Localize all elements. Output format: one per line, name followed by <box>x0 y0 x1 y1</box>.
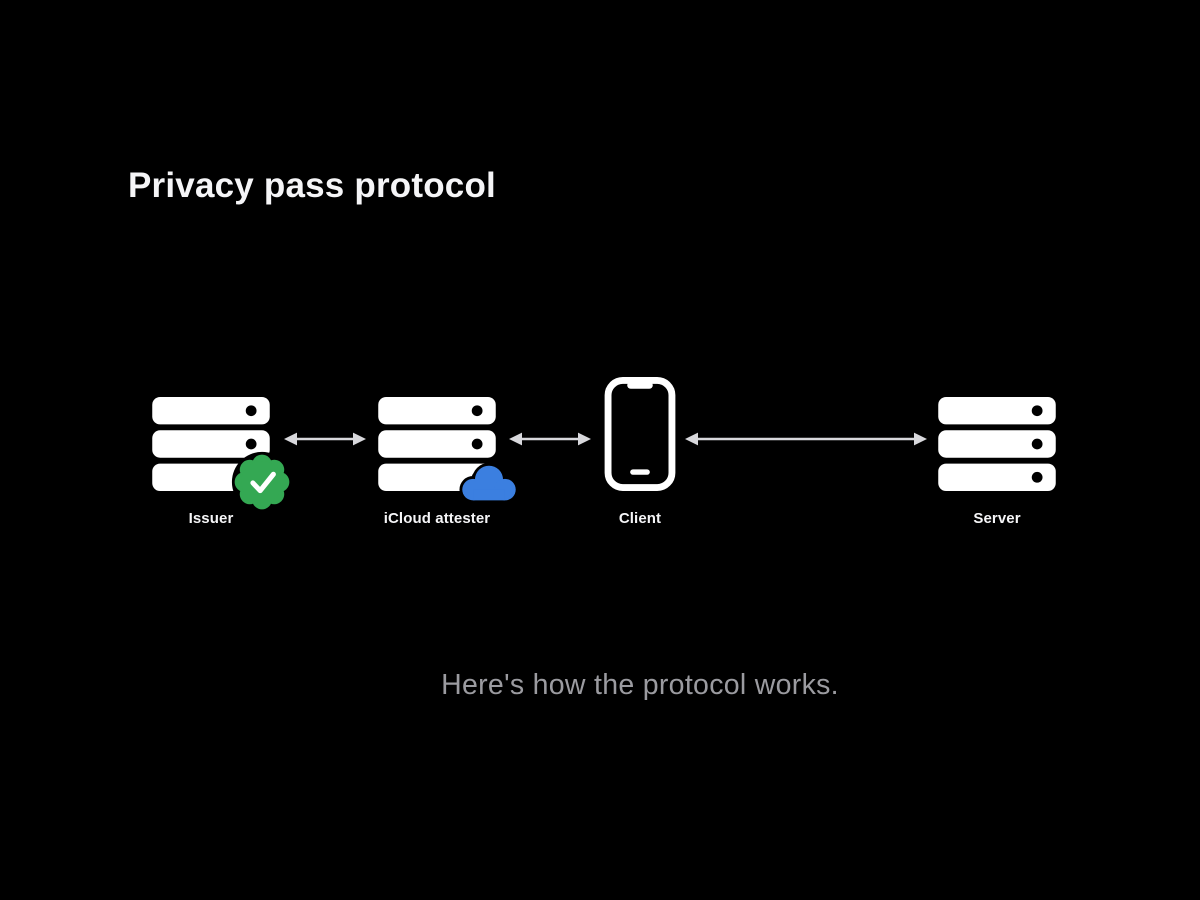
node-label-server: Server <box>973 510 1021 527</box>
server-icon-area <box>917 377 1077 491</box>
double-arrow-client-server-icon <box>685 432 927 446</box>
node-label-client: Client <box>618 510 662 527</box>
node-label-icloud-attester: iCloud attester <box>383 510 491 527</box>
node-label-issuer: Issuer <box>188 510 234 527</box>
caption-text: Here's how the protocol works. <box>441 669 839 701</box>
double-arrow-attester-client-icon <box>509 432 591 446</box>
node-client: Client <box>560 377 720 528</box>
double-arrow-issuer-attester-icon <box>284 432 366 446</box>
node-issuer: Issuer <box>131 377 293 528</box>
server-icon <box>378 397 496 491</box>
node-icloud-attester: iCloud attester <box>357 377 519 528</box>
attester-icon-area <box>357 377 519 504</box>
slide-title: Privacy pass protocol <box>128 166 496 205</box>
verified-check-icon <box>231 451 293 513</box>
issuer-icon-area <box>131 377 293 513</box>
cloud-icon <box>459 462 519 504</box>
node-server: Server <box>917 377 1077 528</box>
iphone-icon <box>604 377 676 491</box>
server-icon <box>938 397 1056 491</box>
client-icon-area <box>560 377 720 491</box>
